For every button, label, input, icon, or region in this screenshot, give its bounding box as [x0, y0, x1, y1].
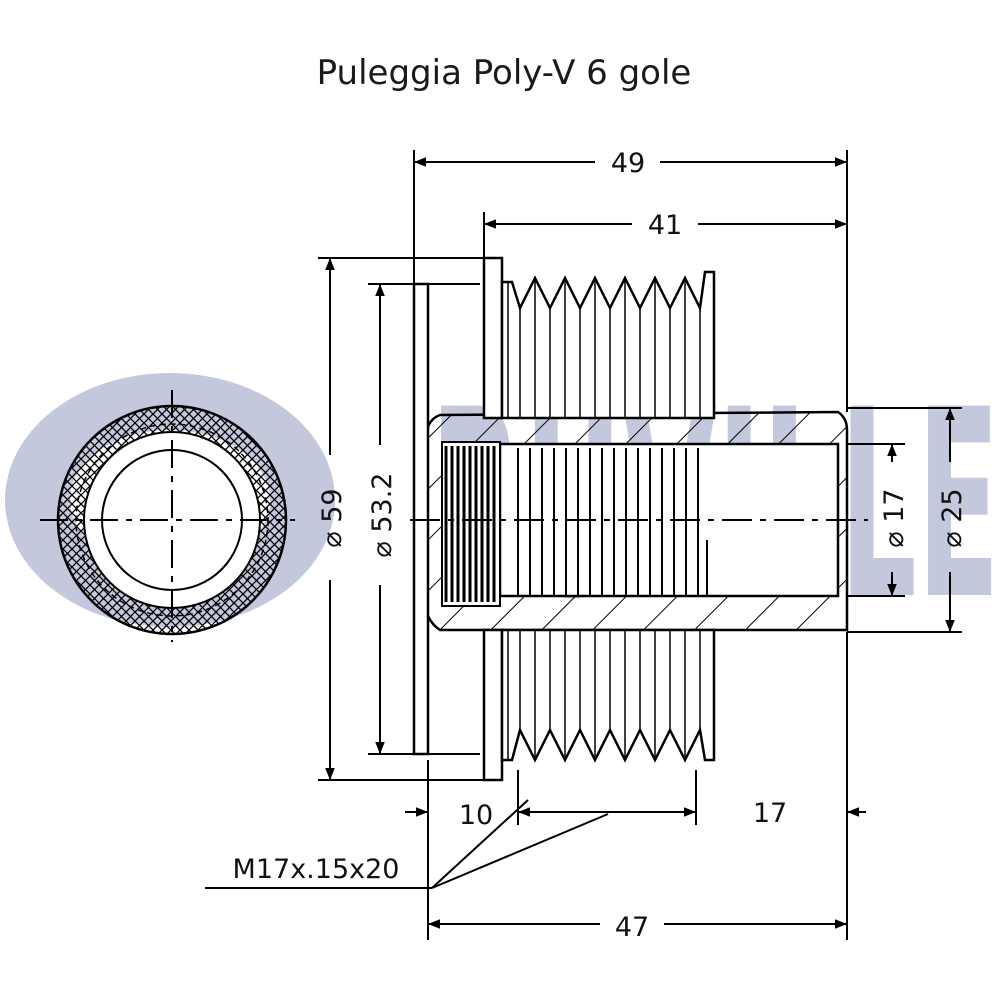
dim-body-length: 47 — [615, 912, 649, 943]
dim-rear-offset: 17 — [753, 798, 787, 829]
dim-overall-length: 49 — [611, 148, 645, 179]
dim-front-offset: 10 — [459, 800, 493, 831]
dim-pulley-length: 41 — [648, 210, 682, 241]
end-view — [40, 390, 295, 642]
dim-hub-diameter: ⌀ 25 — [937, 488, 968, 547]
dim-bore-diameter: ⌀ 17 — [879, 488, 910, 547]
thread-callout: M17x.15x20 — [233, 854, 400, 885]
side-section-view — [410, 256, 868, 782]
dim-flange-diameter: ⌀ 59 — [317, 488, 348, 547]
dim-groove-diameter: ⌀ 53.2 — [367, 473, 398, 558]
dimension-lines — [205, 150, 962, 940]
drawing-title: Puleggia Poly-V 6 gole — [317, 53, 692, 93]
